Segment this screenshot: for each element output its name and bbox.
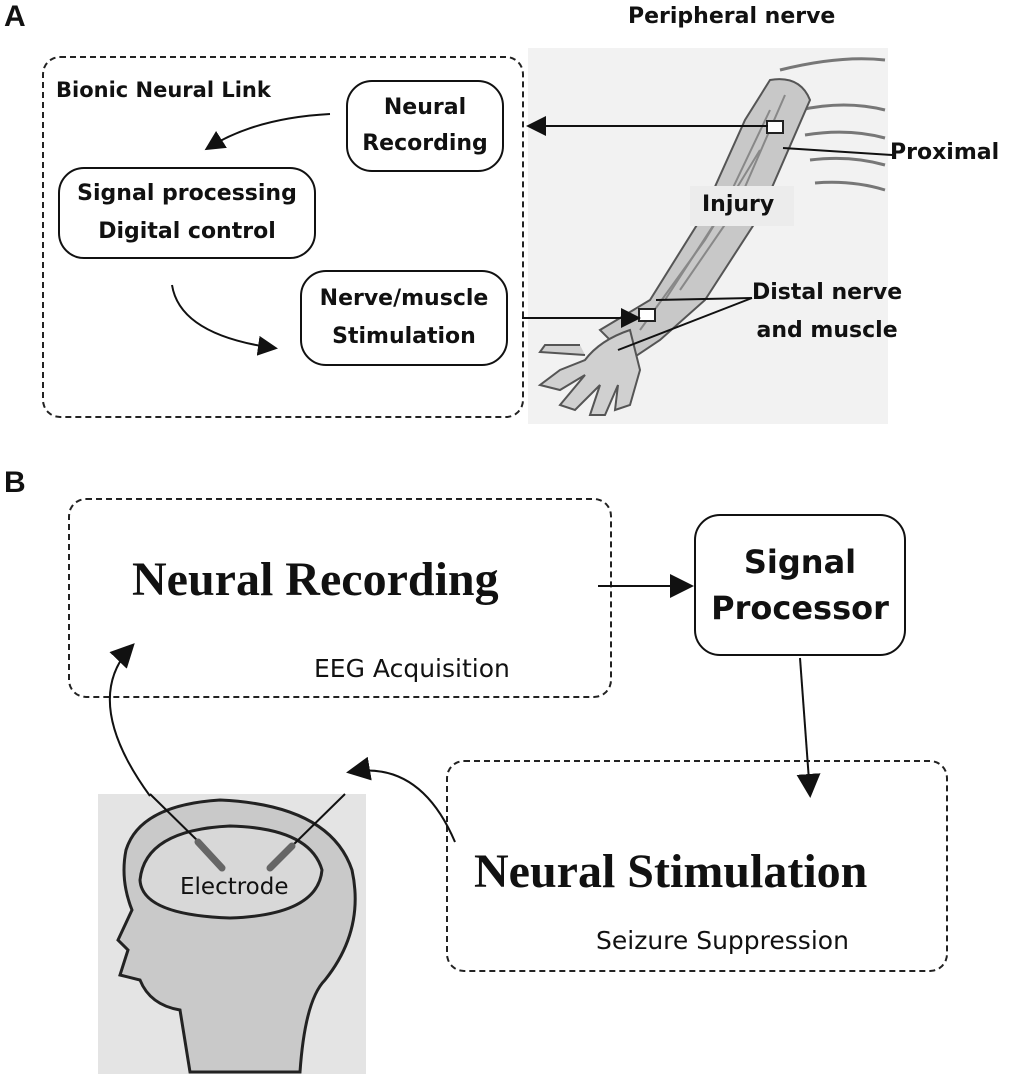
- signal-processing-line1: Signal processing: [77, 181, 297, 206]
- neural-stimulation-frame: [446, 760, 948, 972]
- distal-label-line1: Distal nerve: [752, 280, 903, 305]
- stimulation-line2: Stimulation: [332, 324, 476, 349]
- distal-label: Distal nerve and muscle: [752, 274, 902, 350]
- electrode-label: Electrode: [180, 874, 289, 900]
- stimulation-line1: Nerve/muscle: [319, 286, 489, 311]
- signal-processing-line2: Digital control: [98, 219, 276, 244]
- neural-stimulation-title: Neural Stimulation: [474, 845, 868, 898]
- neural-recording-frame: [68, 498, 612, 698]
- injury-label: Injury: [702, 192, 775, 217]
- signal-processor-line2: Processor: [711, 589, 889, 627]
- panel-a-letter: A: [4, 0, 26, 33]
- peripheral-nerve-title: Peripheral nerve: [628, 4, 836, 29]
- panel-b-letter: B: [4, 466, 26, 499]
- neural-recording-title: Neural Recording: [132, 553, 499, 606]
- bionic-neural-link-label: Bionic Neural Link: [56, 78, 271, 102]
- seizure-suppression-label: Seizure Suppression: [596, 926, 849, 955]
- bionic-neural-link-frame: [42, 56, 524, 418]
- signal-processor-line1: Signal: [743, 543, 857, 581]
- neural-recording-line2: Recording: [362, 131, 488, 156]
- neural-recording-line1: Neural: [383, 95, 467, 120]
- eeg-acquisition-label: EEG Acquisition: [314, 654, 510, 683]
- proximal-label: Proximal: [890, 140, 1000, 165]
- distal-label-line2: and muscle: [756, 318, 898, 343]
